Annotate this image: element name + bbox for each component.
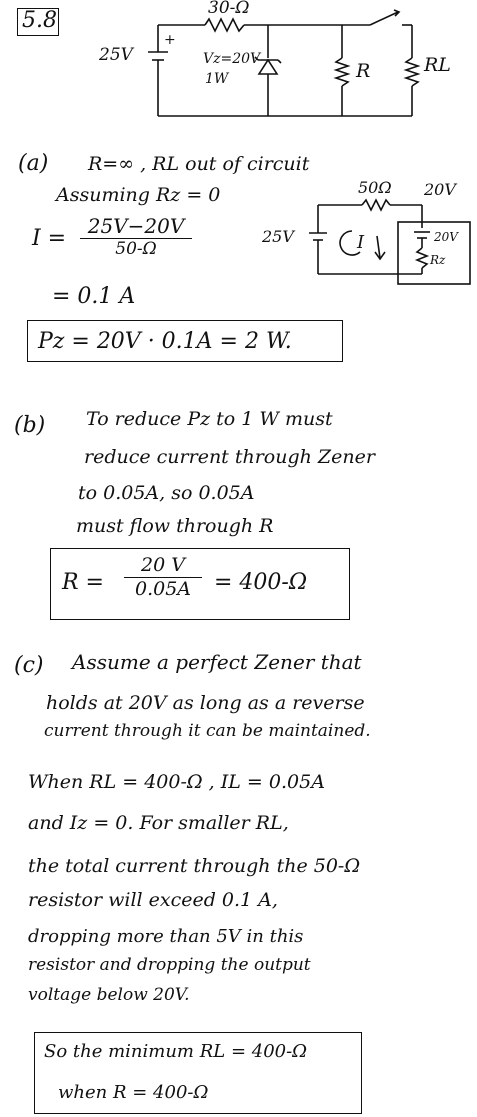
part-c-line10: voltage below 20V. xyxy=(28,985,190,1005)
circuit1-top-resistor-label: 30-Ω xyxy=(208,0,250,18)
zener-power-label: 1W xyxy=(205,71,229,87)
circuit2-source-label: 25V xyxy=(262,227,294,246)
resistance-denominator: 0.05A xyxy=(134,578,192,600)
resistance-result: = 400-Ω xyxy=(214,570,308,595)
part-c-line4: When RL = 400-Ω , IL = 0.05A xyxy=(28,771,325,793)
problem-number-box xyxy=(17,8,59,36)
part-c-line8: dropping more than 5V in this xyxy=(28,926,304,947)
part-c-line2: holds at 20V as long as a reverse xyxy=(46,692,365,714)
current-result: = 0.1 A xyxy=(52,284,136,309)
part-b-line1: To reduce Pz to 1 W must xyxy=(86,408,333,430)
current-fraction-bar xyxy=(80,238,192,239)
problem-number: 5.8 xyxy=(22,8,57,33)
part-c-line3: current through it can be maintained. xyxy=(44,721,371,741)
part-c-label: (c) xyxy=(14,653,44,678)
circuit1-r-label: R xyxy=(356,60,371,82)
current-lhs: I = xyxy=(32,226,67,251)
circuit1-source-label: 25V xyxy=(99,45,133,65)
circuit2-current-label: I xyxy=(357,232,365,253)
battery-plus-sign: + xyxy=(164,32,176,48)
part-c-line7: resistor will exceed 0.1 A, xyxy=(28,889,278,911)
zener-voltage-label: Vz=20V xyxy=(203,51,261,67)
part-b-line4: must flow through R xyxy=(76,515,274,537)
resistance-result-box xyxy=(50,548,350,620)
conclusion-line1: So the minimum RL = 400-Ω xyxy=(44,1041,308,1062)
resistance-fraction: 20 V 0.05A xyxy=(124,556,202,599)
power-result: Pz = 20V · 0.1A = 2 W. xyxy=(38,329,292,354)
resistance-lhs: R = xyxy=(62,570,104,595)
circuit1-rl-label: RL xyxy=(424,54,451,76)
part-c-line1: Assume a perfect Zener that xyxy=(72,650,362,674)
circuit2-node-voltage: 20V xyxy=(424,180,456,199)
part-a-condition: R=∞ , RL out of circuit xyxy=(88,153,310,175)
resistance-numerator: 20 V xyxy=(141,554,185,576)
current-denominator: 50-Ω xyxy=(115,239,157,259)
part-c-line5: and Iz = 0. For smaller RL, xyxy=(28,812,289,834)
part-a-label: (a) xyxy=(18,151,49,176)
part-c-line9: resistor and dropping the output xyxy=(28,955,311,975)
power-result-box xyxy=(27,320,343,362)
part-b-line3: to 0.05A, so 0.05A xyxy=(78,482,255,504)
conclusion-box xyxy=(34,1032,362,1114)
part-a-assumption: Assuming Rz = 0 xyxy=(56,184,221,206)
current-fraction: 25V−20V 50-Ω xyxy=(80,216,192,258)
part-b-label: (b) xyxy=(14,413,46,438)
part-c-line6: the total current through the 50-Ω xyxy=(28,855,361,877)
circuit2-zener-voltage: 20V xyxy=(434,230,458,244)
current-numerator: 25V−20V xyxy=(87,214,185,238)
conclusion-line2: when R = 400-Ω xyxy=(58,1082,209,1103)
resistance-fraction-bar xyxy=(124,577,202,578)
circuit2-resistor-label: 50Ω xyxy=(358,178,392,197)
part-b-line2: reduce current through Zener xyxy=(84,446,375,468)
circuit2-zener-res: Rz xyxy=(430,253,446,267)
